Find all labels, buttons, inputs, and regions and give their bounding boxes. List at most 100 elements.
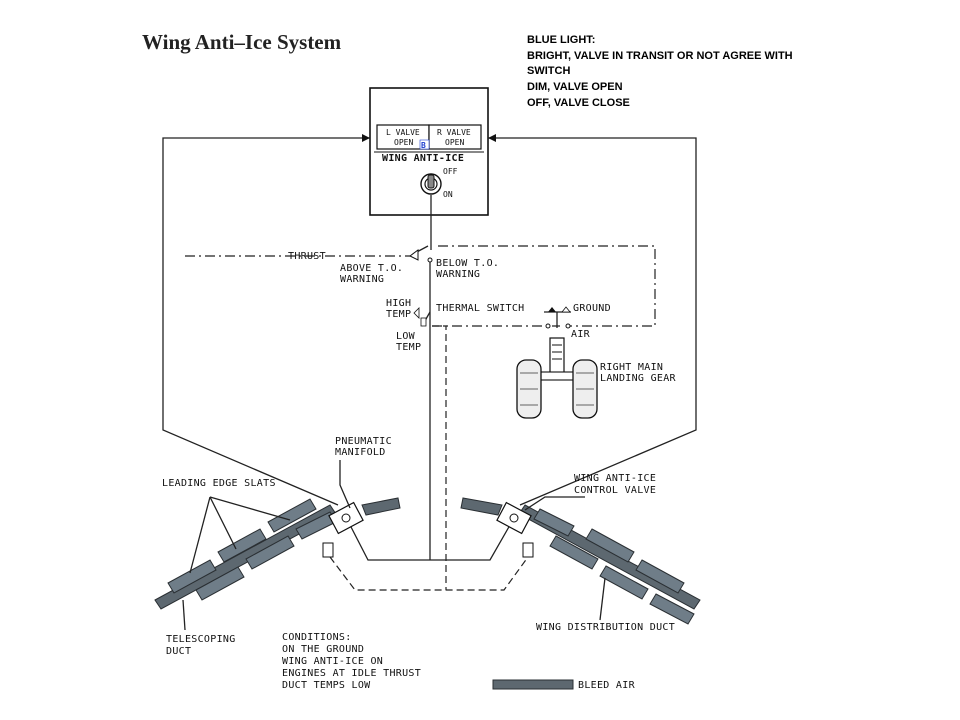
thermal-dash xyxy=(432,325,447,590)
slat-leader xyxy=(209,496,237,550)
telescoping-duct-label: DUCT xyxy=(166,646,191,657)
slat-segment xyxy=(549,535,599,570)
blue-indicator xyxy=(419,139,430,150)
slat-segment xyxy=(195,566,245,601)
air-ground-switch: GROUND AIR xyxy=(544,303,611,340)
landing-gear-icon xyxy=(516,337,598,419)
left-wing xyxy=(154,497,529,610)
arrow-icon xyxy=(488,134,496,142)
contact-icon xyxy=(548,307,556,312)
slat-segment xyxy=(585,528,635,563)
above-to-label: WARNING xyxy=(340,274,384,285)
contact-icon xyxy=(413,307,420,319)
slat-segment xyxy=(599,565,649,600)
contact-icon xyxy=(409,249,419,261)
contact-point xyxy=(427,257,433,263)
slat-segment xyxy=(267,498,317,533)
slat-segment xyxy=(533,508,575,537)
arrow-icon xyxy=(362,134,370,142)
bleed-air-swatch xyxy=(492,679,574,690)
thrust-label: THRUST xyxy=(288,251,326,262)
conditions-line: ENGINES AT IDLE THRUST xyxy=(282,668,421,679)
wing-distribution-duct-label: WING DISTRIBUTION DUCT xyxy=(536,622,675,633)
slat-leader xyxy=(189,496,211,574)
thermal-switch: HIGH TEMP LOW TEMP THERMAL SWITCH xyxy=(386,298,560,590)
note-line: DIM, VALVE OPEN xyxy=(527,81,623,93)
l-valve-label: OPEN xyxy=(394,138,413,147)
thermal-switch-label: THERMAL SWITCH xyxy=(436,303,525,314)
contact-point xyxy=(545,323,551,329)
panel-name: WING ANTI-ICE xyxy=(382,153,464,164)
right-valve-wire xyxy=(488,137,697,506)
conditions-line: WING ANTI-ICE ON xyxy=(282,656,383,667)
valve-link-wire xyxy=(349,524,511,561)
valve-disc xyxy=(341,513,351,523)
left-valve-wire xyxy=(162,137,370,506)
l-valve-light xyxy=(376,124,430,150)
left-duct-temp-sensor xyxy=(322,542,334,558)
blue-light-note: BLUE LIGHT: BRIGHT, VALVE IN TRANSIT OR … xyxy=(527,34,793,109)
note-line: OFF, VALVE CLOSE xyxy=(527,97,630,109)
leader-lines xyxy=(182,460,606,631)
r-valve-label: OPEN xyxy=(445,138,464,147)
slat-segment xyxy=(167,559,217,594)
conditions-block: CONDITIONS: ON THE GROUND WING ANTI-ICE … xyxy=(282,632,421,691)
air-label: AIR xyxy=(571,329,591,340)
indicator-letter: B xyxy=(421,141,426,150)
control-valve-leader xyxy=(524,496,585,511)
right-slat-segments xyxy=(533,508,695,625)
right-duct-temp-sensor xyxy=(522,542,534,558)
left-manifold-stub xyxy=(361,497,401,516)
r-valve-label: R VALVE xyxy=(437,128,471,137)
pneumatic-manifold-label: MANIFOLD xyxy=(335,447,386,458)
slat-segment xyxy=(635,559,685,594)
telescoping-leader xyxy=(182,599,186,631)
below-to-label: BELOW T.O. xyxy=(436,258,499,269)
right-manifold-stub xyxy=(460,497,503,516)
slat-segment xyxy=(217,528,267,563)
landing-gear-label: LANDING GEAR xyxy=(600,373,677,384)
pneumatic-manifold-label: PNEUMATIC xyxy=(335,436,392,447)
diagram-title: Wing Anti–Ice System xyxy=(142,30,342,54)
switch-off-label: OFF xyxy=(443,167,458,176)
l-valve-label: L VALVE xyxy=(386,128,420,137)
conditions-line: DUCT TEMPS LOW xyxy=(282,680,371,691)
contact-icon xyxy=(561,306,571,313)
high-temp-label: HIGH xyxy=(386,298,411,309)
telescoping-duct-label: TELESCOPING xyxy=(166,634,236,645)
landing-gear-label: RIGHT MAIN xyxy=(600,362,663,373)
wing-anti-ice-panel: L VALVE OPEN R VALVE OPEN B WING ANTI-IC… xyxy=(369,87,489,216)
gear-strut xyxy=(549,337,565,375)
thermal-element xyxy=(420,317,427,327)
note-line: BLUE LIGHT: xyxy=(527,34,595,46)
conditions-line: ON THE GROUND xyxy=(282,644,364,655)
below-to-label: WARNING xyxy=(436,269,480,280)
switch-on-label: ON xyxy=(443,190,453,199)
note-line: SWITCH xyxy=(527,65,570,77)
distribution-leader xyxy=(599,577,606,621)
contact-point xyxy=(565,323,571,329)
thrust-relay: THRUST ABOVE T.O. WARNING BELOW T.O. WAR… xyxy=(185,245,656,327)
above-to-label: ABOVE T.O. xyxy=(340,263,403,274)
slat-segment xyxy=(245,535,295,570)
conditions-line: CONDITIONS: xyxy=(282,632,352,643)
left-slat-segments xyxy=(167,498,337,601)
high-temp-label: TEMP xyxy=(386,309,411,320)
slat-segment xyxy=(649,593,695,625)
low-temp-label: LOW xyxy=(396,331,416,342)
legend: BLEED AIR xyxy=(492,679,636,691)
control-valve-label: CONTROL VALVE xyxy=(574,485,656,496)
low-temp-label: TEMP xyxy=(396,342,421,353)
control-valve-label: WING ANTI-ICE xyxy=(574,473,656,484)
right-wing xyxy=(460,497,701,625)
temp-sensor-dash xyxy=(329,556,529,591)
toggle-switch-lever[interactable] xyxy=(427,174,435,189)
warning-line xyxy=(438,245,656,327)
leading-edge-slats-label: LEADING EDGE SLATS xyxy=(162,478,276,489)
slat-leader xyxy=(209,496,291,521)
r-valve-light xyxy=(428,124,482,150)
bleed-air-label: BLEED AIR xyxy=(578,680,636,691)
note-line: BRIGHT, VALVE IN TRANSIT OR NOT AGREE WI… xyxy=(527,50,793,62)
left-distribution-duct xyxy=(154,504,337,610)
